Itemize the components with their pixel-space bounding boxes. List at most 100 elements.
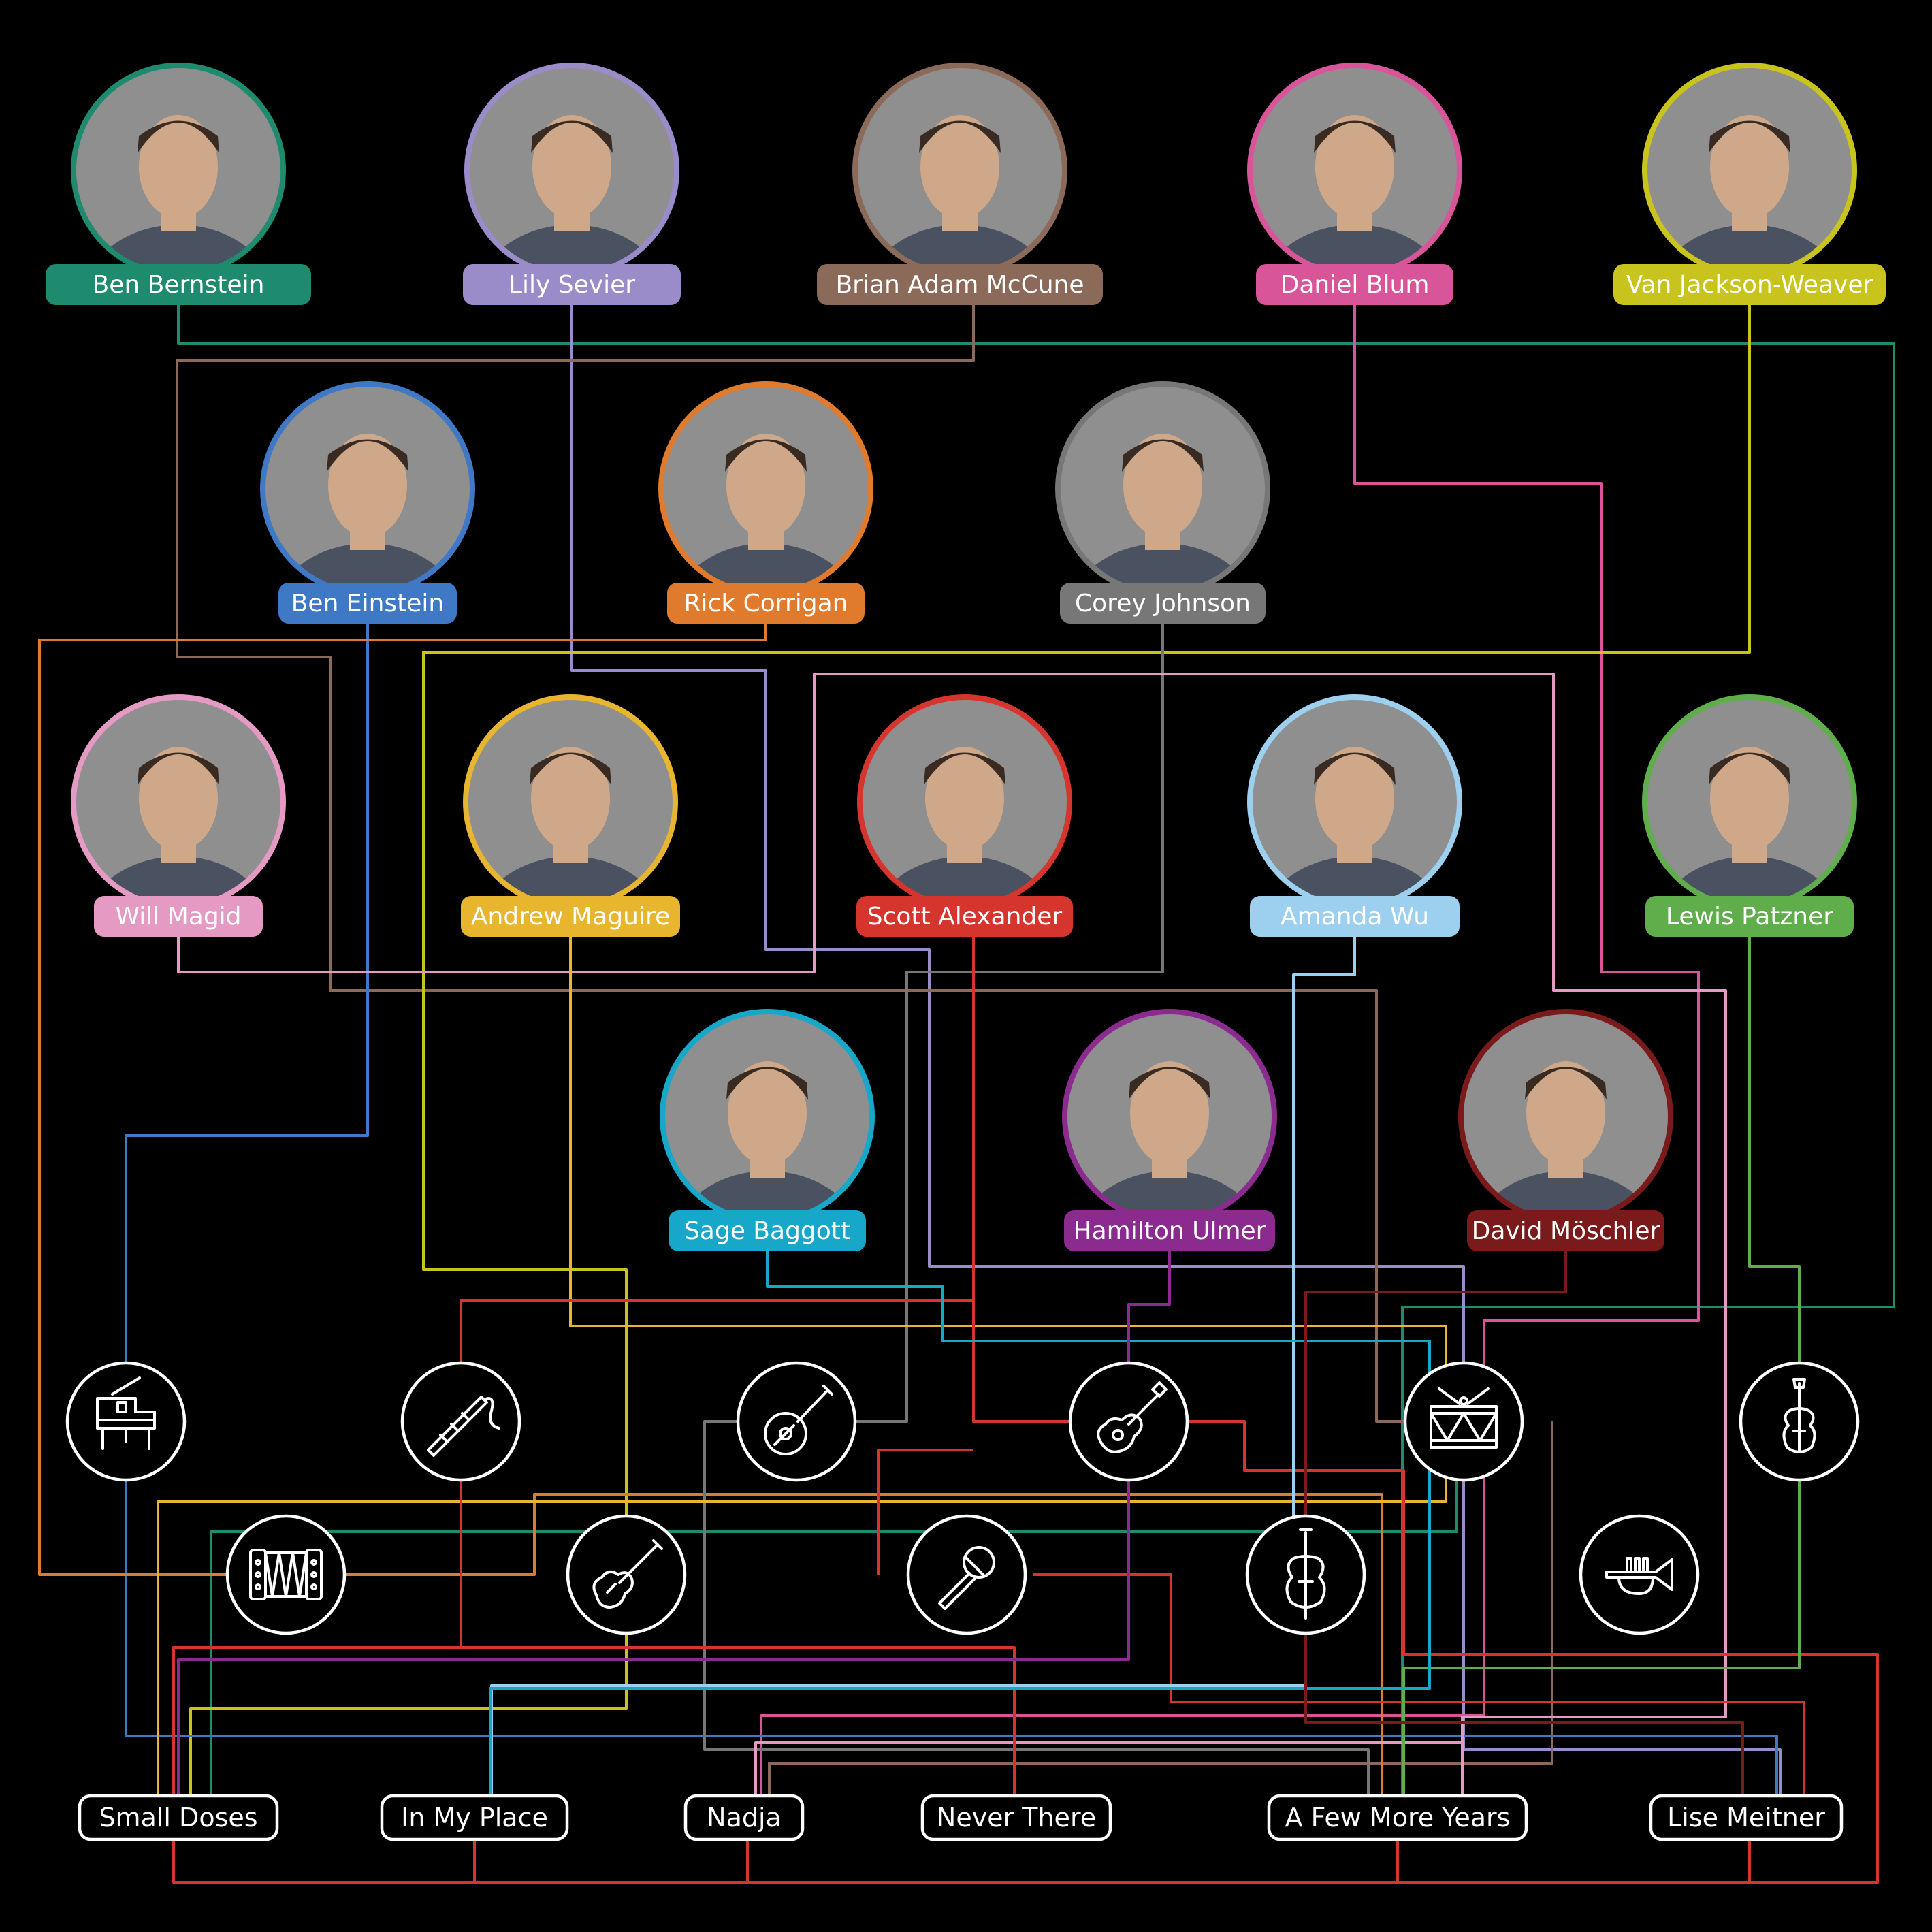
- person-name: Sage Baggott: [684, 1217, 850, 1245]
- instrument-node: [566, 1514, 687, 1635]
- person-name: Will Magid: [115, 903, 241, 931]
- wire-ben-bernstein: [177, 303, 1895, 1797]
- song-nadja: Nadja: [683, 1794, 805, 1841]
- name-pill: [278, 583, 457, 624]
- wire-will-magid: [177, 673, 1727, 1797]
- wire-hamilton-ulmer: [1127, 1249, 1171, 1389]
- wire-van-jackson-weaver-2: [189, 1607, 628, 1797]
- person-name: Amanda Wu: [1281, 903, 1429, 931]
- person-name: Andrew Maguire: [471, 903, 670, 931]
- song-title: A Few More Years: [1285, 1803, 1511, 1833]
- wire-lewis-patzner: [1748, 933, 1801, 1389]
- song-title: Nadja: [707, 1803, 782, 1833]
- person-name: Daniel Blum: [1281, 271, 1430, 299]
- person-avatar: [463, 694, 678, 909]
- wire-lily-sevier-2: [1462, 1457, 1782, 1797]
- person-van-jackson-weaver: Van Jackson-Weaver: [1613, 63, 1886, 305]
- person-avatar: [71, 63, 286, 278]
- connection-lines: [38, 303, 1895, 1884]
- wire-david-moschler: [1304, 1249, 1567, 1542]
- wire-brian-mccune-2: [768, 1421, 1553, 1797]
- person-scott-alexander: Scott Alexander: [856, 694, 1073, 937]
- song-lise-meitner: Lise Meitner: [1649, 1794, 1844, 1841]
- instrument-node: [400, 1361, 521, 1482]
- person-amanda-wu: Amanda Wu: [1247, 694, 1462, 937]
- microphone-icon: [938, 1546, 995, 1610]
- wire-lewis-patzner-2: [1402, 1454, 1801, 1797]
- bassoon-icon: [427, 1396, 500, 1457]
- person-daniel-blum: Daniel Blum: [1247, 63, 1462, 305]
- person-name: Ben Einstein: [291, 590, 445, 617]
- person-avatar: [1458, 1009, 1673, 1224]
- person-name: Hamilton Ulmer: [1074, 1217, 1266, 1245]
- person-avatar: [852, 63, 1067, 278]
- name-pill: [669, 1210, 866, 1251]
- person-name: Van Jackson-Weaver: [1626, 271, 1873, 299]
- song-title: Lise Meitner: [1667, 1803, 1825, 1833]
- person-rick-corrigan: Rick Corrigan: [658, 381, 873, 624]
- violin-icon: [1782, 1378, 1816, 1453]
- person-name: Lily Sevier: [509, 271, 635, 299]
- name-pill: [1256, 264, 1453, 305]
- wire-david-moschler-2: [1304, 1607, 1744, 1797]
- wire-van-jackson-weaver: [422, 303, 1751, 1542]
- drum-icon: [1430, 1387, 1498, 1449]
- person-name: Scott Alexander: [867, 903, 1063, 931]
- wire-lily-sevier: [570, 303, 1465, 1389]
- song-in-my-place: In My Place: [380, 1794, 569, 1841]
- song-title: Never There: [937, 1803, 1096, 1833]
- person-avatar: [1642, 694, 1857, 909]
- name-pill: [94, 896, 263, 937]
- name-pill: [1613, 264, 1886, 305]
- song-never-there: Never There: [920, 1794, 1112, 1841]
- piano-icon: [96, 1376, 156, 1450]
- name-pill: [1467, 1210, 1664, 1251]
- wire-daniel-blum: [1353, 303, 1700, 1389]
- person-avatar: [1055, 381, 1270, 596]
- person-david-moschler: David Möschler: [1458, 1009, 1673, 1251]
- person-avatar: [1247, 63, 1462, 278]
- person-avatar: [1062, 1009, 1277, 1224]
- person-brian-adam-mccune: Brian Adam McCune: [817, 63, 1103, 305]
- song-small-doses: Small Doses: [78, 1794, 279, 1841]
- name-pill: [667, 583, 865, 624]
- person-avatar: [71, 694, 286, 909]
- song-a-few-more-years: A Few More Years: [1267, 1794, 1528, 1841]
- song-layer: Small Doses In My Place Nadja Never There A …: [78, 1794, 1844, 1841]
- person-corey-johnson: Corey Johnson: [1055, 381, 1270, 624]
- person-name: Rick Corrigan: [684, 590, 848, 617]
- instrument-node: [1579, 1514, 1700, 1635]
- trumpet-icon: [1605, 1557, 1673, 1595]
- person-ben-bernstein: Ben Bernstein: [46, 63, 311, 305]
- ukulele-icon: [1097, 1381, 1168, 1453]
- name-pill: [856, 896, 1073, 937]
- name-pill: [461, 896, 680, 937]
- instrument-node: [1739, 1361, 1860, 1482]
- name-pill: [1064, 1210, 1275, 1251]
- person-avatar: [658, 381, 873, 596]
- wire-daniel-blum-2: [760, 1457, 1485, 1797]
- name-pill: [1060, 583, 1266, 624]
- person-avatar: [464, 63, 679, 278]
- wire-sage-baggott: [489, 1249, 1431, 1797]
- mandolin-icon: [764, 1385, 833, 1455]
- person-name: Corey Johnson: [1075, 590, 1251, 617]
- person-avatar: [1247, 694, 1462, 909]
- wire-ben-einstein-2: [125, 1454, 1778, 1797]
- wire-amanda-wu: [1292, 933, 1356, 1542]
- song-title: In My Place: [401, 1803, 548, 1833]
- instrument-layer: [65, 1361, 1860, 1635]
- person-lewis-patzner: Lewis Patzner: [1642, 694, 1857, 937]
- cello-icon: [1285, 1528, 1326, 1620]
- song-title: Small Doses: [99, 1803, 257, 1833]
- wire-rick-corrigan: [38, 619, 767, 1576]
- name-pill: [817, 264, 1103, 305]
- instrument-node: [225, 1514, 347, 1635]
- wire-hamilton-ulmer-2: [177, 1454, 1130, 1797]
- name-pill: [1250, 896, 1460, 937]
- instrument-node: [1403, 1361, 1524, 1482]
- person-avatar: [857, 694, 1072, 909]
- instrument-node: [906, 1514, 1027, 1635]
- bass-guitar-icon: [592, 1539, 663, 1609]
- person-hamilton-ulmer: Hamilton Ulmer: [1062, 1009, 1277, 1251]
